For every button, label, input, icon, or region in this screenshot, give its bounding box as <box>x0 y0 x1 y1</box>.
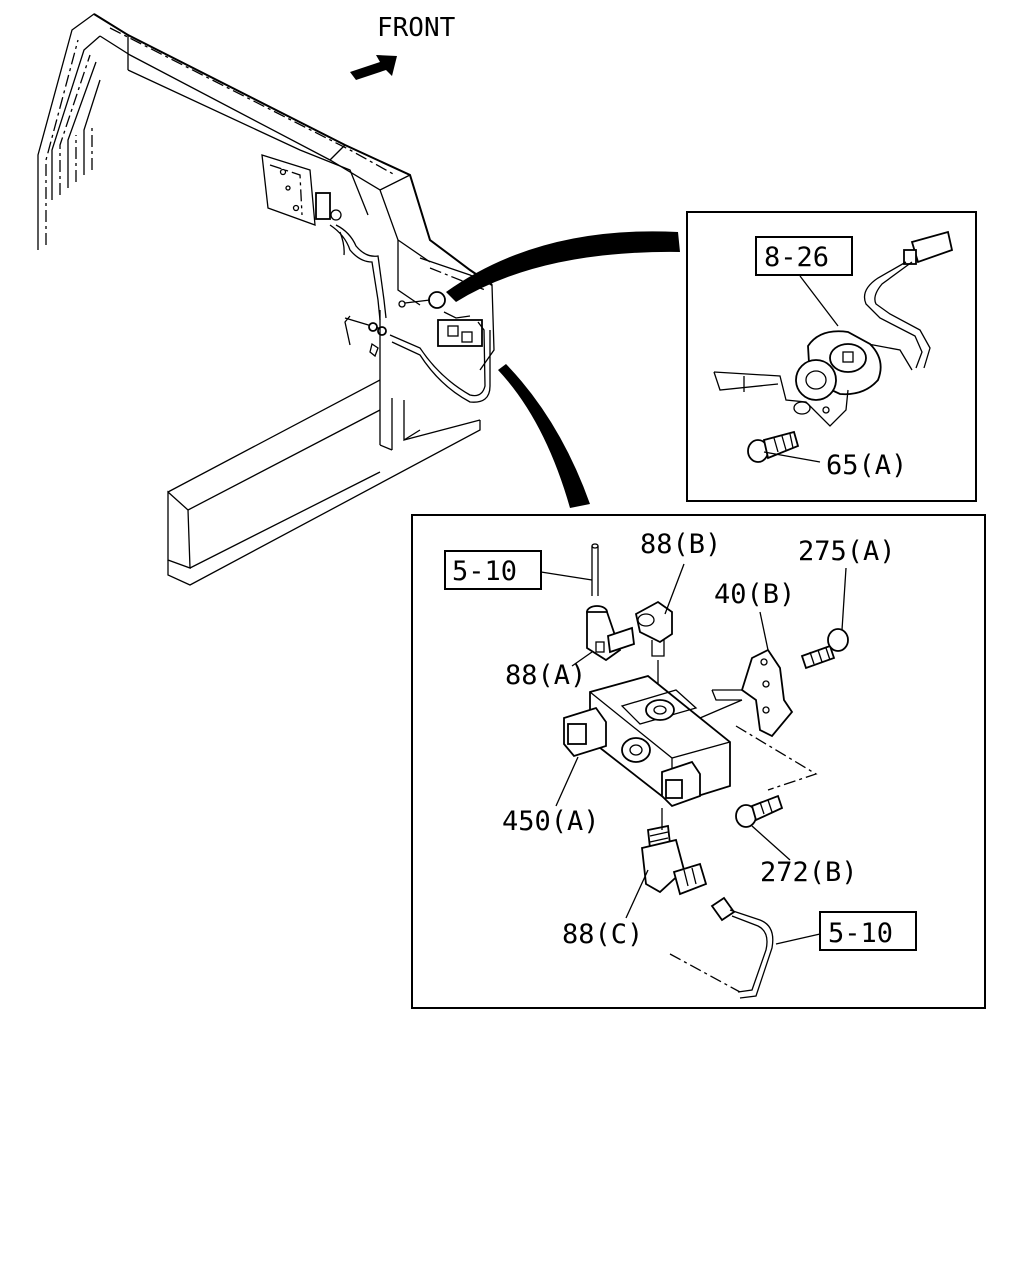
fitting-88b-icon <box>634 600 673 657</box>
ref-box-8-26 <box>755 236 853 276</box>
valve-body-450a-icon <box>563 675 731 808</box>
front-direction-indicator: FRONT <box>350 13 456 80</box>
bolt-272b-icon <box>735 794 784 828</box>
bracket-40b-icon <box>699 648 794 738</box>
callout-88b: 88(B) <box>640 529 721 560</box>
upper-leader-arrow <box>446 231 680 302</box>
valve-detail-box: 5-10 88(A) 88(B) <box>411 514 986 1009</box>
bolt-65a-icon <box>747 430 800 463</box>
switch-detail-box: 8-26 65(A) <box>686 211 977 502</box>
ref-label-5-10-top: 5-10 <box>452 556 517 587</box>
callout-450a: 450(A) <box>502 806 600 837</box>
callout-65a: 65(A) <box>826 450 907 481</box>
callout-272b: 272(B) <box>760 857 858 888</box>
lower-leader-arrow <box>498 364 590 508</box>
front-label: FRONT <box>377 13 456 43</box>
ref-label-8-26: 8-26 <box>764 242 829 273</box>
callout-275a: 275(A) <box>798 536 896 567</box>
frame-assembly-overview <box>37 13 495 586</box>
leader-arrows <box>446 231 680 508</box>
bolt-275a-icon <box>800 628 849 670</box>
ref-box-5-10-bottom <box>819 911 917 951</box>
ref-label-5-10-bottom: 5-10 <box>828 918 893 949</box>
callout-40b: 40(B) <box>714 579 795 610</box>
callout-88c: 88(C) <box>562 919 643 950</box>
ref-box-5-10-top <box>444 550 542 590</box>
fitting-88a-icon <box>586 605 635 662</box>
fitting-88c-icon <box>641 824 708 896</box>
front-arrow-icon <box>350 55 397 80</box>
